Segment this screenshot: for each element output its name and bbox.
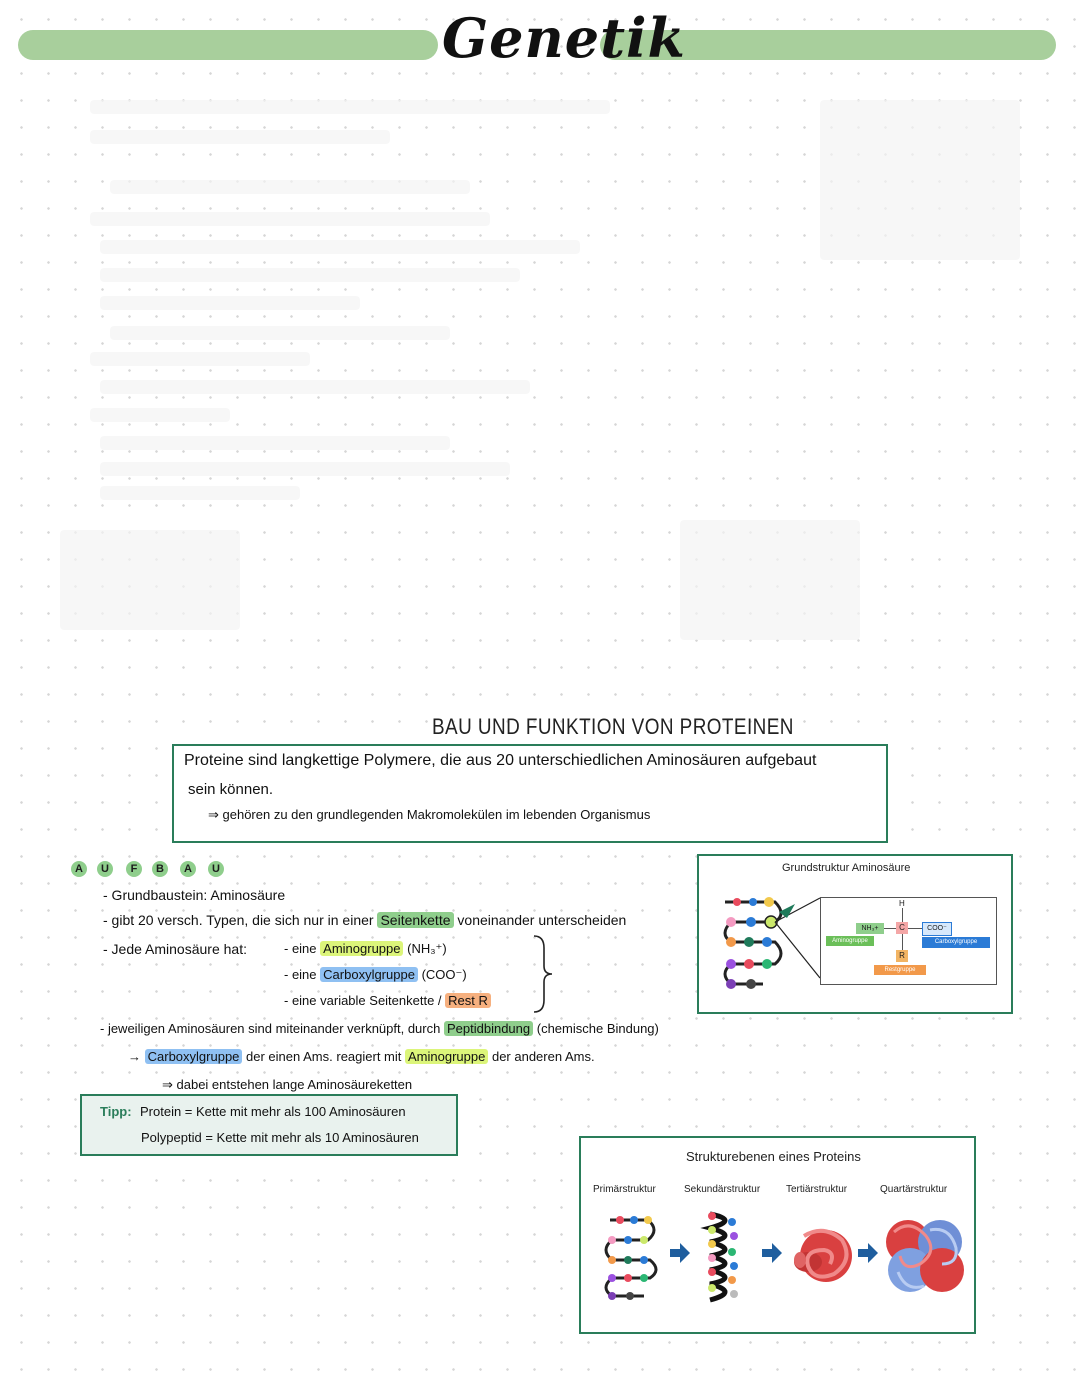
bond-line-top	[902, 908, 903, 922]
protein-structure-title: Strukturebenen eines Proteins	[686, 1149, 861, 1164]
secondary-structure-icon	[700, 1211, 738, 1303]
sub1-formula: (NH₃⁺)	[407, 941, 447, 956]
aufbau-sub-2: - eine Carboxylgruppe (COO⁻)	[284, 967, 467, 983]
sub2-formula: (COO⁻)	[421, 967, 467, 982]
section-title: BAU UND FUNKTION VON PROTEINEN	[432, 714, 794, 739]
highlight-rest-r: Rest R	[445, 993, 491, 1008]
quaternary-structure-icon	[886, 1220, 964, 1292]
amino-label: Aminogruppe	[826, 936, 874, 946]
label-quartaerstruktur: Quartärstruktur	[880, 1184, 948, 1195]
page-title: Genetik	[442, 6, 686, 70]
arrow-1-icon: →	[128, 1049, 141, 1064]
highlight-peptidbindung: Peptidbindung	[443, 1021, 534, 1036]
arrow-line-2: ⇒ dabei entstehen lange Aminosäureketten	[162, 1077, 413, 1092]
rest-label: Restgruppe	[874, 965, 926, 975]
aufbau-sub-1: - eine Aminogruppe (NH₃⁺)	[284, 941, 447, 957]
tertiary-structure-icon	[794, 1228, 852, 1282]
aufbau-letter: U	[208, 861, 224, 877]
aufbau-sub-3: - eine variable Seitenkette / Rest R	[284, 993, 491, 1008]
tip-label: Tipp:	[100, 1104, 132, 1119]
arrow-line-1: → Carboxylgruppe der einen Ams. reagiert…	[128, 1049, 595, 1064]
label-sekundaerstruktur: Sekundärstruktur	[684, 1184, 761, 1195]
header-bar-right	[600, 30, 1056, 60]
carboxyl-label: Carboxylgruppe	[922, 937, 990, 948]
label-tertiaerstruktur: Tertiärstruktur	[786, 1184, 848, 1195]
nh3-box: NH₃+	[856, 923, 884, 934]
sub2-text: - eine	[284, 967, 317, 982]
definition-line-1: Proteine sind langkettige Polymere, die …	[184, 752, 817, 769]
definition-line-2: sein können.	[188, 781, 274, 798]
coo-box: COO⁻	[922, 922, 952, 936]
item2-text: - gibt 20 versch. Typen, die sich nur in…	[103, 912, 374, 928]
tip-box	[80, 1094, 458, 1156]
aminoacid-figure-title: Grundstruktur Aminosäure	[782, 862, 911, 874]
aufbau-letter: B	[152, 861, 168, 877]
curly-brace	[533, 935, 553, 1013]
item2-text-post: voneinander unterscheiden	[457, 912, 627, 928]
arrow-right-icon	[762, 1243, 782, 1263]
aufbau-letter: A	[71, 861, 87, 877]
aufbau-letter: A	[180, 861, 196, 877]
highlight-carboxylgruppe-2: Carboxylgruppe	[144, 1049, 243, 1064]
aufbau-letter: U	[97, 861, 113, 877]
tip-line-2: Polypeptid = Kette mit mehr als 10 Amino…	[141, 1130, 419, 1145]
bond-line-right	[908, 928, 922, 929]
highlight-carboxylgruppe: Carboxylgruppe	[320, 967, 418, 982]
arrow1-mid: der einen Ams. reagiert mit	[246, 1049, 402, 1064]
aufbau-item-4: - jeweiligen Aminosäuren sind miteinande…	[100, 1021, 659, 1036]
definition-line-3: ⇒ gehören zu den grundlegenden Makromole…	[208, 807, 651, 822]
arrow-right-icon	[670, 1243, 690, 1263]
highlight-aminogruppe-2: Aminogruppe	[405, 1049, 489, 1064]
item4-text: - jeweiligen Aminosäuren sind miteinande…	[100, 1021, 441, 1036]
definition-box	[172, 744, 888, 843]
arrow-right-icon	[858, 1243, 878, 1263]
c-box: C	[896, 922, 908, 934]
aminoacid-chain-diagram	[723, 897, 821, 989]
highlight-aminogruppe: Aminogruppe	[320, 941, 404, 956]
aufbau-letter: F	[126, 861, 142, 877]
aufbau-item-3: - Jede Aminosäure hat:	[103, 941, 247, 957]
aufbau-item-1: - Grundbaustein: Aminosäure	[103, 887, 286, 903]
header-bar-left	[18, 30, 438, 60]
h-atom: H	[899, 899, 905, 908]
aufbau-item-2: - gibt 20 versch. Typen, die sich nur in…	[103, 912, 626, 928]
bond-line-left	[884, 928, 896, 929]
primary-structure-icon	[604, 1216, 658, 1300]
sub3-text: - eine variable Seitenkette /	[284, 993, 442, 1008]
item4-text-post: (chemische Bindung)	[536, 1021, 659, 1036]
arrow1-post: der anderen Ams.	[491, 1049, 595, 1064]
bond-line-bottom	[902, 934, 903, 950]
r-box: R	[896, 950, 908, 962]
label-primaerstruktur: Primärstruktur	[593, 1184, 656, 1195]
tip-line-1: Protein = Kette mit mehr als 100 Aminosä…	[140, 1104, 406, 1119]
sub1-text: - eine	[284, 941, 317, 956]
highlight-seitenkette: Seitenkette	[377, 912, 454, 928]
